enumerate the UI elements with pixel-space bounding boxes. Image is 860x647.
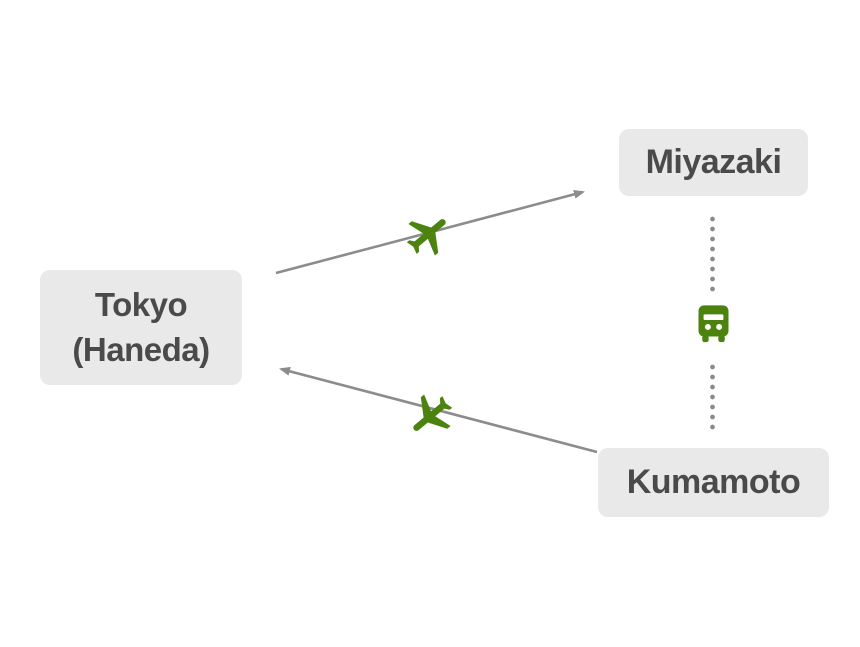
node-kumamoto: Kumamoto: [598, 448, 829, 517]
node-tokyo-label-line2: (Haneda): [72, 330, 210, 368]
bus-icon: [691, 300, 736, 346]
node-tokyo-label-line1: Tokyo: [94, 285, 188, 323]
node-tokyo-haneda: Tokyo (Haneda): [40, 270, 242, 385]
airplane-icon: [392, 198, 465, 271]
node-miyazaki-label: Miyazaki: [645, 142, 782, 181]
node-kumamoto-label: Kumamoto: [626, 462, 801, 501]
airplane-icon: [393, 378, 466, 451]
dotted-connector-bus-kumamoto: [710, 362, 715, 434]
node-miyazaki: Miyazaki: [619, 129, 808, 196]
dotted-connector-miyazaki-bus: [710, 214, 715, 294]
